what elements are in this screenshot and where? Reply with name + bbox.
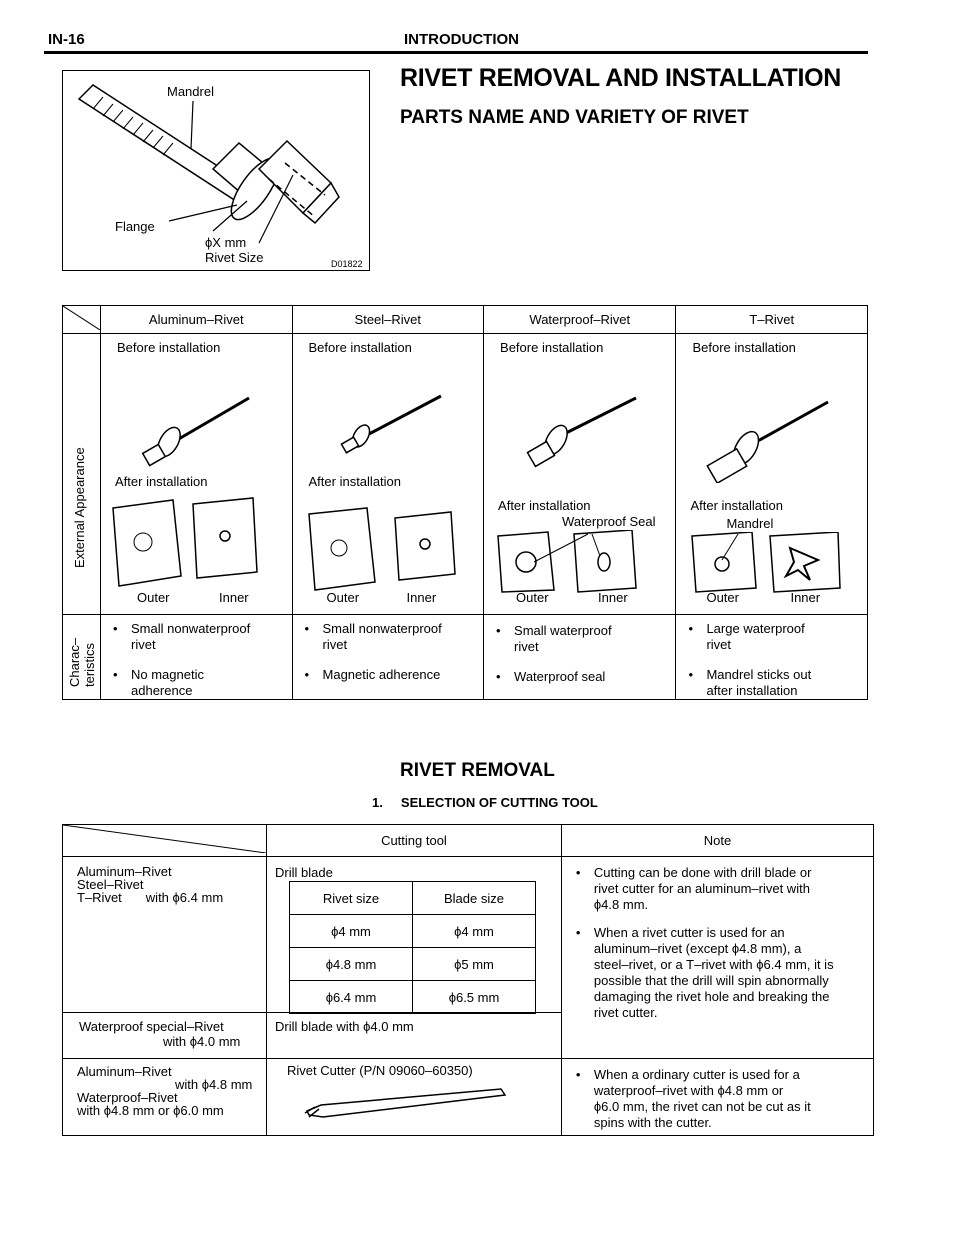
r2-rivets: Waterproof special–Rivet with ϕ4.0 mm — [62, 1012, 267, 1059]
col-steel-rivet: Steel–Rivet — [291, 305, 485, 334]
table2-corner — [62, 824, 267, 857]
page-heading: RIVET REMOVAL AND INSTALLATION — [400, 64, 841, 92]
header-rule — [44, 51, 868, 54]
r1-note: •Cutting can be done with drill blade or… — [560, 856, 875, 1059]
inner-head-rivet-size: Rivet size — [289, 881, 413, 915]
blade-size-cell: ϕ6.5 mm — [412, 980, 536, 1014]
t-rivet-appearance: Before installation After installation M… — [675, 333, 868, 615]
r3-tool: Rivet Cutter (P/N 09060–60350) — [266, 1058, 562, 1136]
blade-size-cell: ϕ4 mm — [412, 914, 536, 948]
rivet-size-label: Rivet Size — [205, 250, 264, 265]
removal-heading: RIVET REMOVAL — [400, 760, 555, 781]
steel-appearance: Before installation After installation O… — [291, 333, 485, 615]
aluminum-rivet-icon — [141, 396, 250, 467]
t-rivet-icon — [706, 400, 830, 483]
flange-label: Flange — [115, 219, 155, 234]
mandrel-label: Mandrel — [167, 84, 214, 99]
t-rivet-characteristics: •Large waterproof rivet •Mandrel sticks … — [675, 614, 868, 700]
rivet-diagram-icon — [77, 84, 340, 244]
drill-blade-size-table: Rivet size Blade size ϕ4 mm ϕ4 mm ϕ4.8 m… — [289, 881, 536, 1014]
waterproof-rivet-icon — [526, 396, 637, 468]
waterproof-appearance: Before installation After installation W… — [483, 333, 677, 615]
page-subheading: PARTS NAME AND VARIETY OF RIVET — [400, 107, 749, 128]
section-title: INTRODUCTION — [404, 31, 519, 48]
col-aluminum-rivet: Aluminum–Rivet — [100, 305, 293, 334]
t-rivet-installed-icon — [691, 532, 842, 593]
aluminum-installed-icon — [112, 497, 258, 587]
table-row: ϕ4 mm ϕ4 mm — [289, 914, 536, 948]
rivet-figure: Mandrel Flange ϕX mm Rivet Size D01822 — [62, 70, 370, 271]
table-row: ϕ4.8 mm ϕ5 mm — [289, 947, 536, 981]
row-label-external: External Appearance — [62, 333, 101, 615]
removal-step: 1. SELECTION OF CUTTING TOOL — [372, 795, 598, 810]
col-note: Note — [560, 824, 875, 857]
aluminum-characteristics: •Small nonwaterproof rivet •No magnetic … — [100, 614, 293, 700]
row-label-characteristics: Charac– teristics — [62, 614, 101, 700]
aluminum-appearance: Before installation After installation O… — [100, 333, 293, 615]
rivet-size-cell: ϕ6.4 mm — [289, 980, 413, 1014]
inner-head-blade-size: Blade size — [412, 881, 536, 915]
steel-rivet-icon — [339, 394, 442, 454]
col-waterproof-rivet: Waterproof–Rivet — [483, 305, 677, 334]
steel-characteristics: •Small nonwaterproof rivet •Magnetic adh… — [291, 614, 485, 700]
r2-tool: Drill blade with ϕ4.0 mm — [266, 1012, 562, 1059]
r3-rivets: Aluminum–Rivet with ϕ4.8 mm Waterproof–R… — [62, 1058, 267, 1136]
blade-size-cell: ϕ5 mm — [412, 947, 536, 981]
steel-installed-icon — [307, 507, 456, 591]
rivet-cutter-icon — [304, 1088, 507, 1118]
col-cutting-tool: Cutting tool — [266, 824, 562, 857]
rivet-variety-table: Aluminum–Rivet Steel–Rivet Waterproof–Ri… — [62, 305, 868, 700]
r3-note: •When a ordinary cutter is used for a wa… — [560, 1058, 875, 1136]
rivet-size-cell: ϕ4.8 mm — [289, 947, 413, 981]
waterproof-installed-icon — [497, 530, 637, 593]
page-number: IN-16 — [48, 31, 85, 48]
cutting-tool-table: Cutting tool Note Aluminum–Rivet Steel–R… — [62, 824, 875, 1136]
figure-code: D01822 — [331, 259, 363, 269]
rivet-size-cell: ϕ4 mm — [289, 914, 413, 948]
table-corner — [62, 305, 101, 334]
table-row: ϕ6.4 mm ϕ6.5 mm — [289, 980, 536, 1014]
col-t-rivet: T–Rivet — [675, 305, 868, 334]
size-label: ϕX mm — [205, 235, 247, 250]
waterproof-characteristics: •Small waterproof rivet •Waterproof seal — [483, 614, 677, 700]
